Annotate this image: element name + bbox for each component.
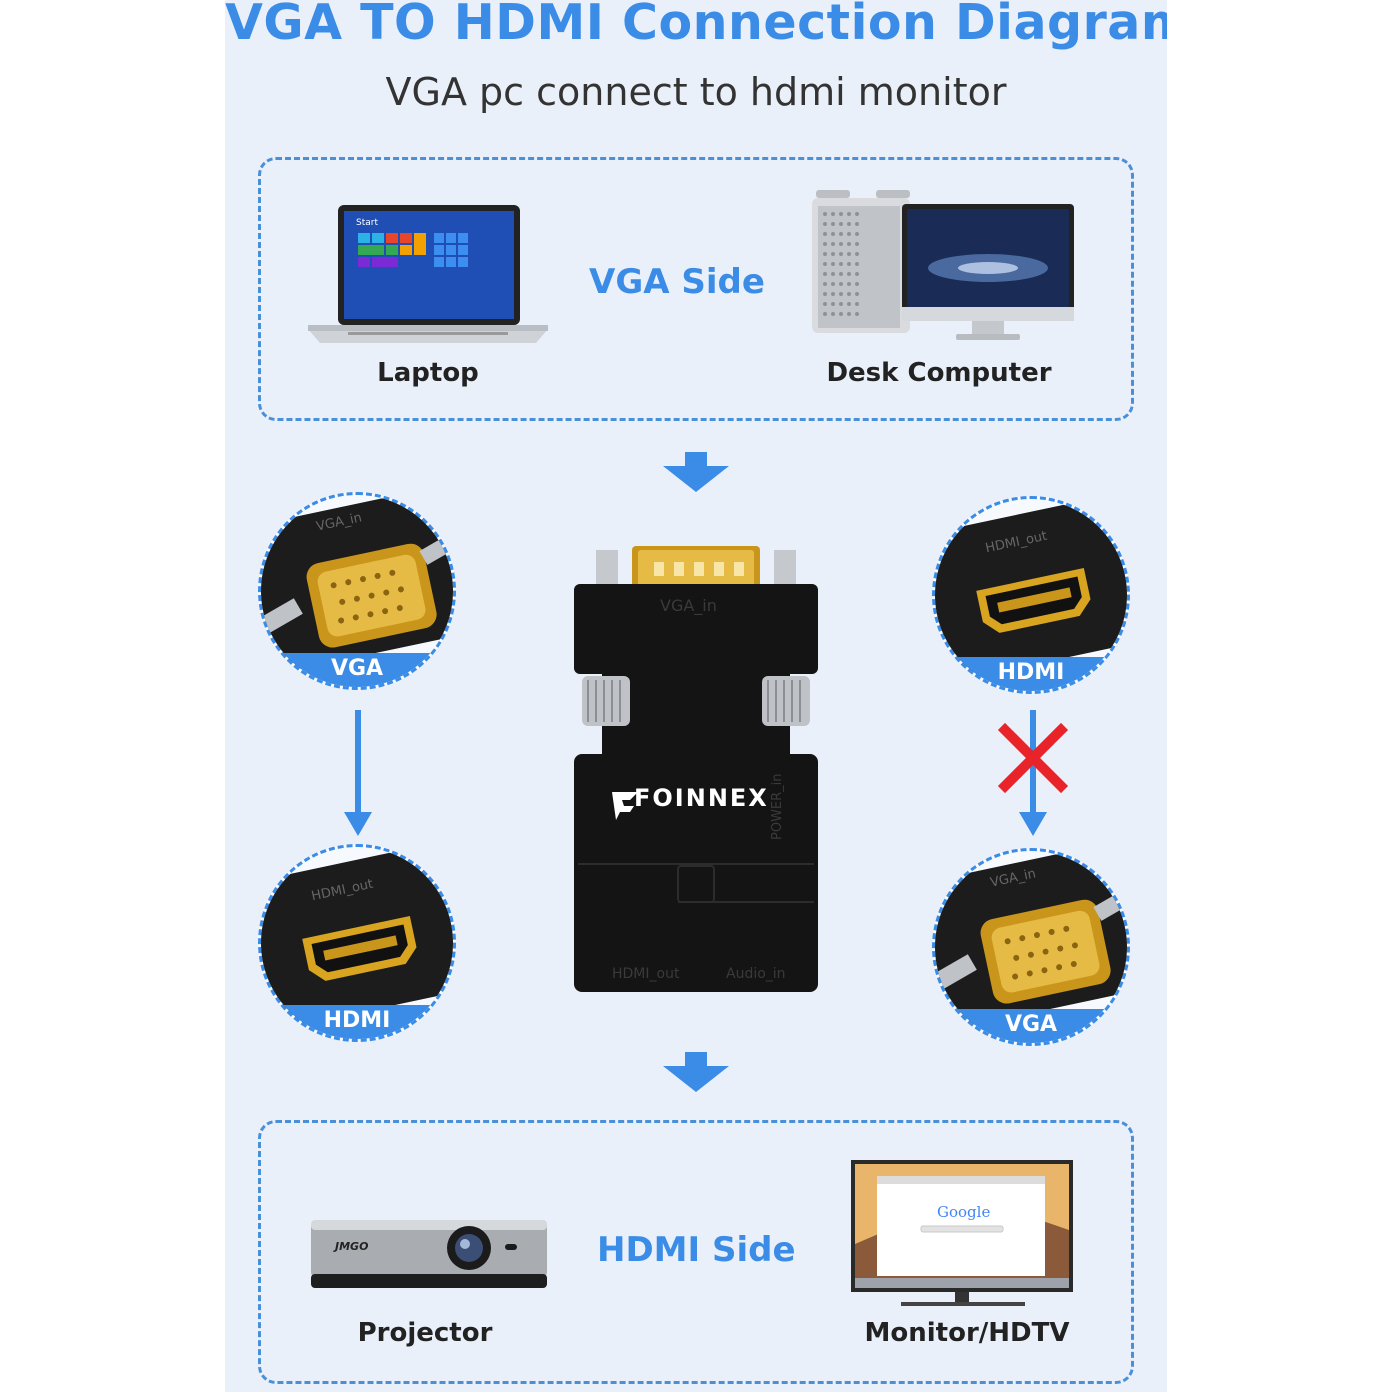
- hdmi-side-label: HDMI Side: [597, 1230, 796, 1270]
- adapter-illustration: FOINNEX VGA_in POWER_in HDMI_out Audio_i…: [574, 540, 820, 996]
- hdmi-input-band-label: HDMI: [935, 657, 1127, 691]
- monitor-label: Monitor/HDTV: [864, 1318, 1070, 1348]
- vga-output-circle: VGA_in VGA: [932, 848, 1130, 1046]
- diagram-panel: VGA TO HDMI Connection Diagram VGA pc co…: [225, 0, 1167, 1392]
- desk-computer-illustration: [810, 190, 1075, 345]
- projector-brand: JMGO: [335, 1240, 369, 1253]
- laptop-screen-text: Start: [356, 218, 378, 228]
- blocked-arrow-down-icon: [997, 710, 1069, 838]
- adapter-port-hdmi-out: HDMI_out: [612, 966, 680, 982]
- monitor-illustration: [851, 1160, 1075, 1310]
- adapter-port-power-in: POWER_in: [770, 773, 785, 840]
- hdmi-input-circle: HDMI_out HDMI: [932, 496, 1130, 694]
- desk-computer-label: Desk Computer: [826, 358, 1052, 388]
- projector-illustration: [309, 1212, 549, 1296]
- laptop-illustration: [308, 203, 548, 348]
- vga-connector-circle: VGA_in VGA: [258, 492, 456, 690]
- adapter-port-vga-in: VGA_in: [660, 596, 717, 615]
- arrow-down-icon: [343, 710, 373, 838]
- adapter-brand: FOINNEX: [634, 784, 769, 812]
- projector-label: Projector: [357, 1318, 493, 1348]
- adapter-port-audio-in: Audio_in: [726, 966, 786, 982]
- vga-side-box: [258, 157, 1134, 421]
- laptop-label: Laptop: [377, 358, 479, 388]
- hdmi-connector-circle: HDMI_out HDMI: [258, 844, 456, 1042]
- hdmi-band-label: HDMI: [261, 1005, 453, 1039]
- page-subtitle: VGA pc connect to hdmi monitor: [385, 70, 1007, 114]
- vga-output-band-label: VGA: [935, 1009, 1127, 1043]
- hdmi-side-box: [258, 1120, 1134, 1384]
- arrow-down-icon: [661, 452, 731, 494]
- google-logo: Google: [937, 1203, 991, 1221]
- vga-side-label: VGA Side: [589, 262, 765, 302]
- vga-band-label: VGA: [261, 653, 453, 687]
- page-title: VGA TO HDMI Connection Diagram: [225, 0, 1167, 51]
- arrow-down-icon: [661, 1052, 731, 1094]
